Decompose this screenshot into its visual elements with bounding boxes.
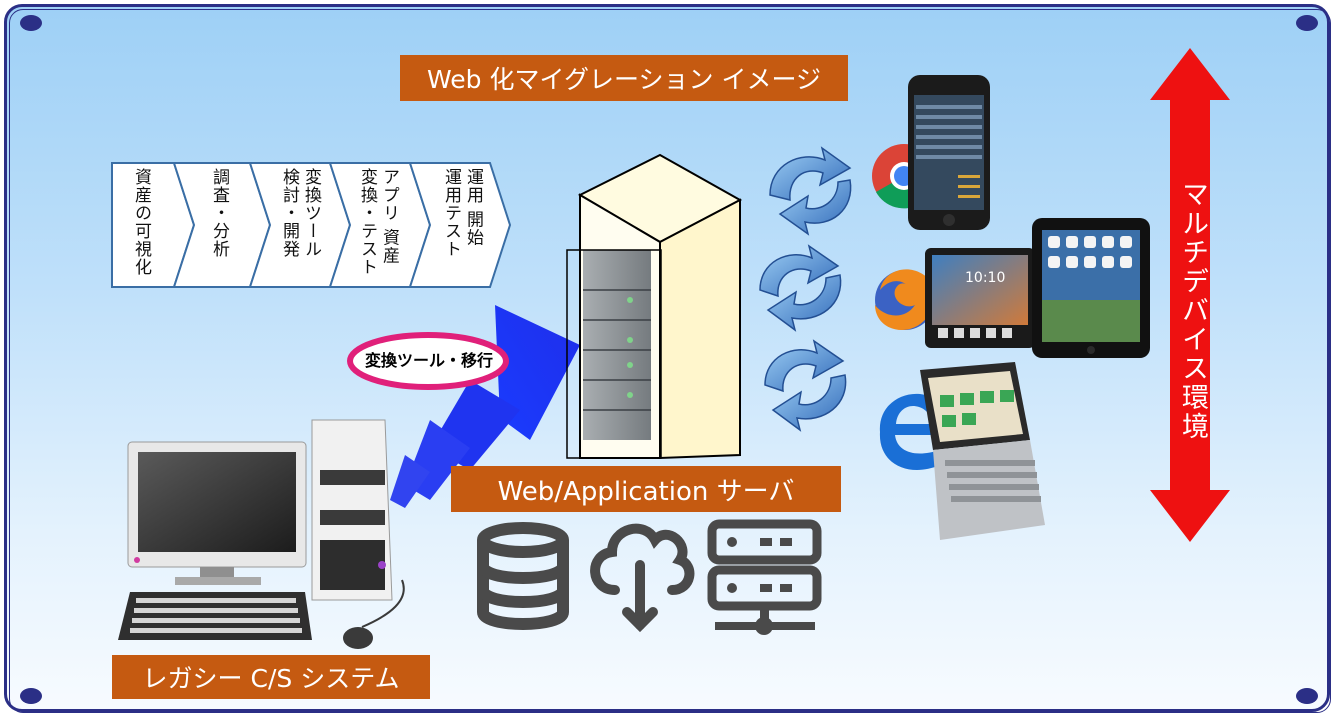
step-3-label: 変換ツール 検討・開発 (278, 168, 322, 280)
multi-device-label: マルチデバイス環境 (1172, 180, 1212, 450)
tablet-landscape: 10:10 (925, 248, 1035, 348)
database-icon (483, 528, 563, 624)
tablet-clock: 10:10 (965, 270, 1005, 286)
netbook (920, 362, 1045, 540)
ipad (1032, 218, 1150, 358)
server-network-icon (712, 524, 817, 635)
diagram-title: Web 化マイグレーション イメージ (400, 55, 848, 101)
server-rack (567, 155, 740, 458)
step-5-label: 運用 開始 運用テスト (440, 168, 484, 280)
smartphone (908, 75, 990, 230)
legacy-desktop (118, 420, 404, 649)
server-label: Web/Application サーバ (451, 466, 841, 512)
cloud-upload-icon (595, 529, 689, 625)
migration-tag-label: 変換ツール・移行 (350, 346, 508, 376)
step-4-label: アプリ 資産 変換・テスト (356, 168, 400, 280)
step-2-label: 調査・分析 (208, 168, 230, 280)
sync-arrows (760, 148, 851, 430)
legacy-system-label: レガシー C/S システム (112, 655, 430, 699)
step-1-label: 資産の可視化 (130, 168, 152, 280)
